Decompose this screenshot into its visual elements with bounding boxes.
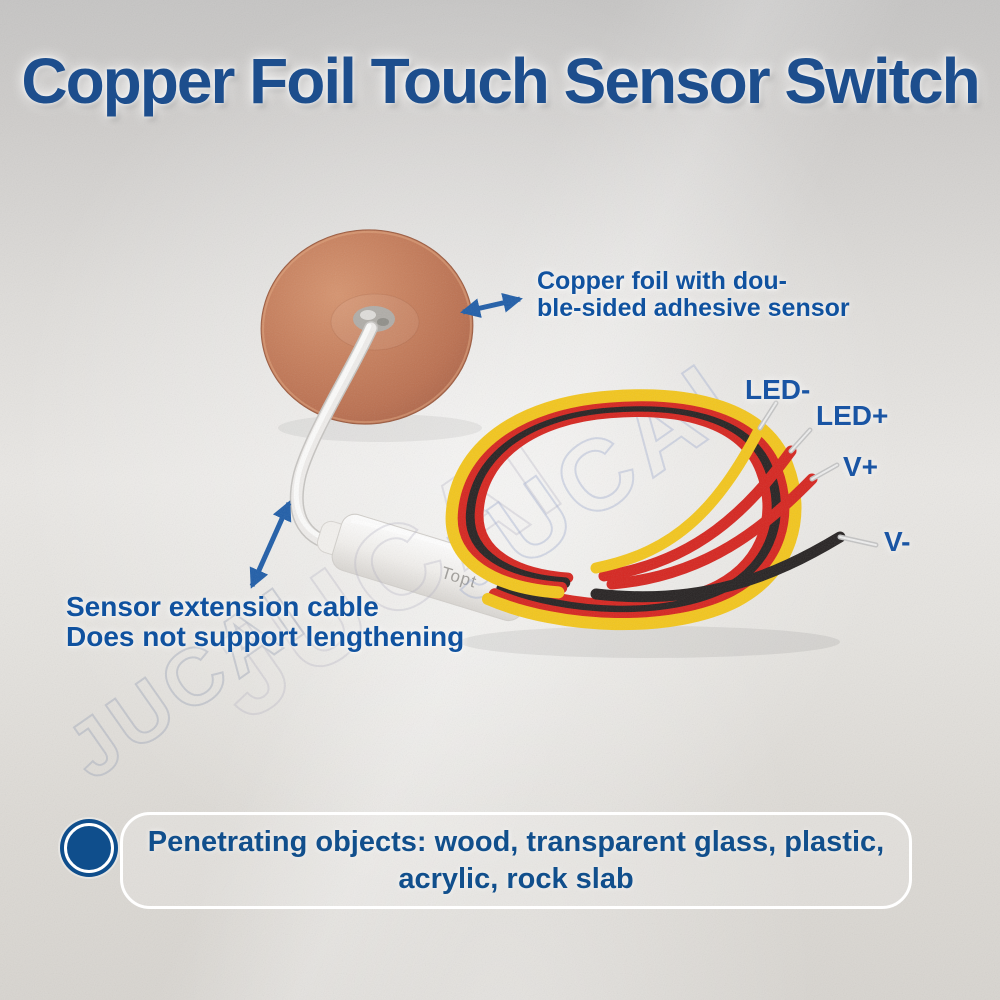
- info-panel: Penetrating objects: wood, transparent g…: [120, 812, 912, 909]
- wire-label-led-minus: LED-: [745, 374, 811, 405]
- callout-copper-line1: Copper foil with dou-: [537, 267, 787, 295]
- callout-copper-line2: ble-sided adhesive sensor: [537, 293, 850, 322]
- double-arrow-icon: [460, 293, 523, 318]
- wire-label-v-plus: V+: [843, 451, 879, 482]
- callout-copper-foil: Copper foil with dou- ble-sided adhesive…: [537, 268, 850, 321]
- coil-shadow: [460, 626, 840, 658]
- callout-extension-cable: Sensor extension cable Does not support …: [66, 592, 464, 651]
- bullet-ring: [64, 823, 114, 873]
- page-title: Copper Foil Touch Sensor Switch: [21, 45, 980, 117]
- panel-line2: acrylic, rock slab: [398, 862, 634, 895]
- callout-cable-line2: Does not support lengthening: [66, 620, 465, 652]
- bullet-circle-icon: [60, 819, 118, 877]
- panel-line1: Penetrating objects: wood, transparent g…: [147, 825, 885, 858]
- wire-label-v-minus: V-: [884, 526, 911, 557]
- callout-cable-line1: Sensor extension cable: [66, 591, 379, 622]
- wire-label-led-plus: LED+: [816, 400, 889, 431]
